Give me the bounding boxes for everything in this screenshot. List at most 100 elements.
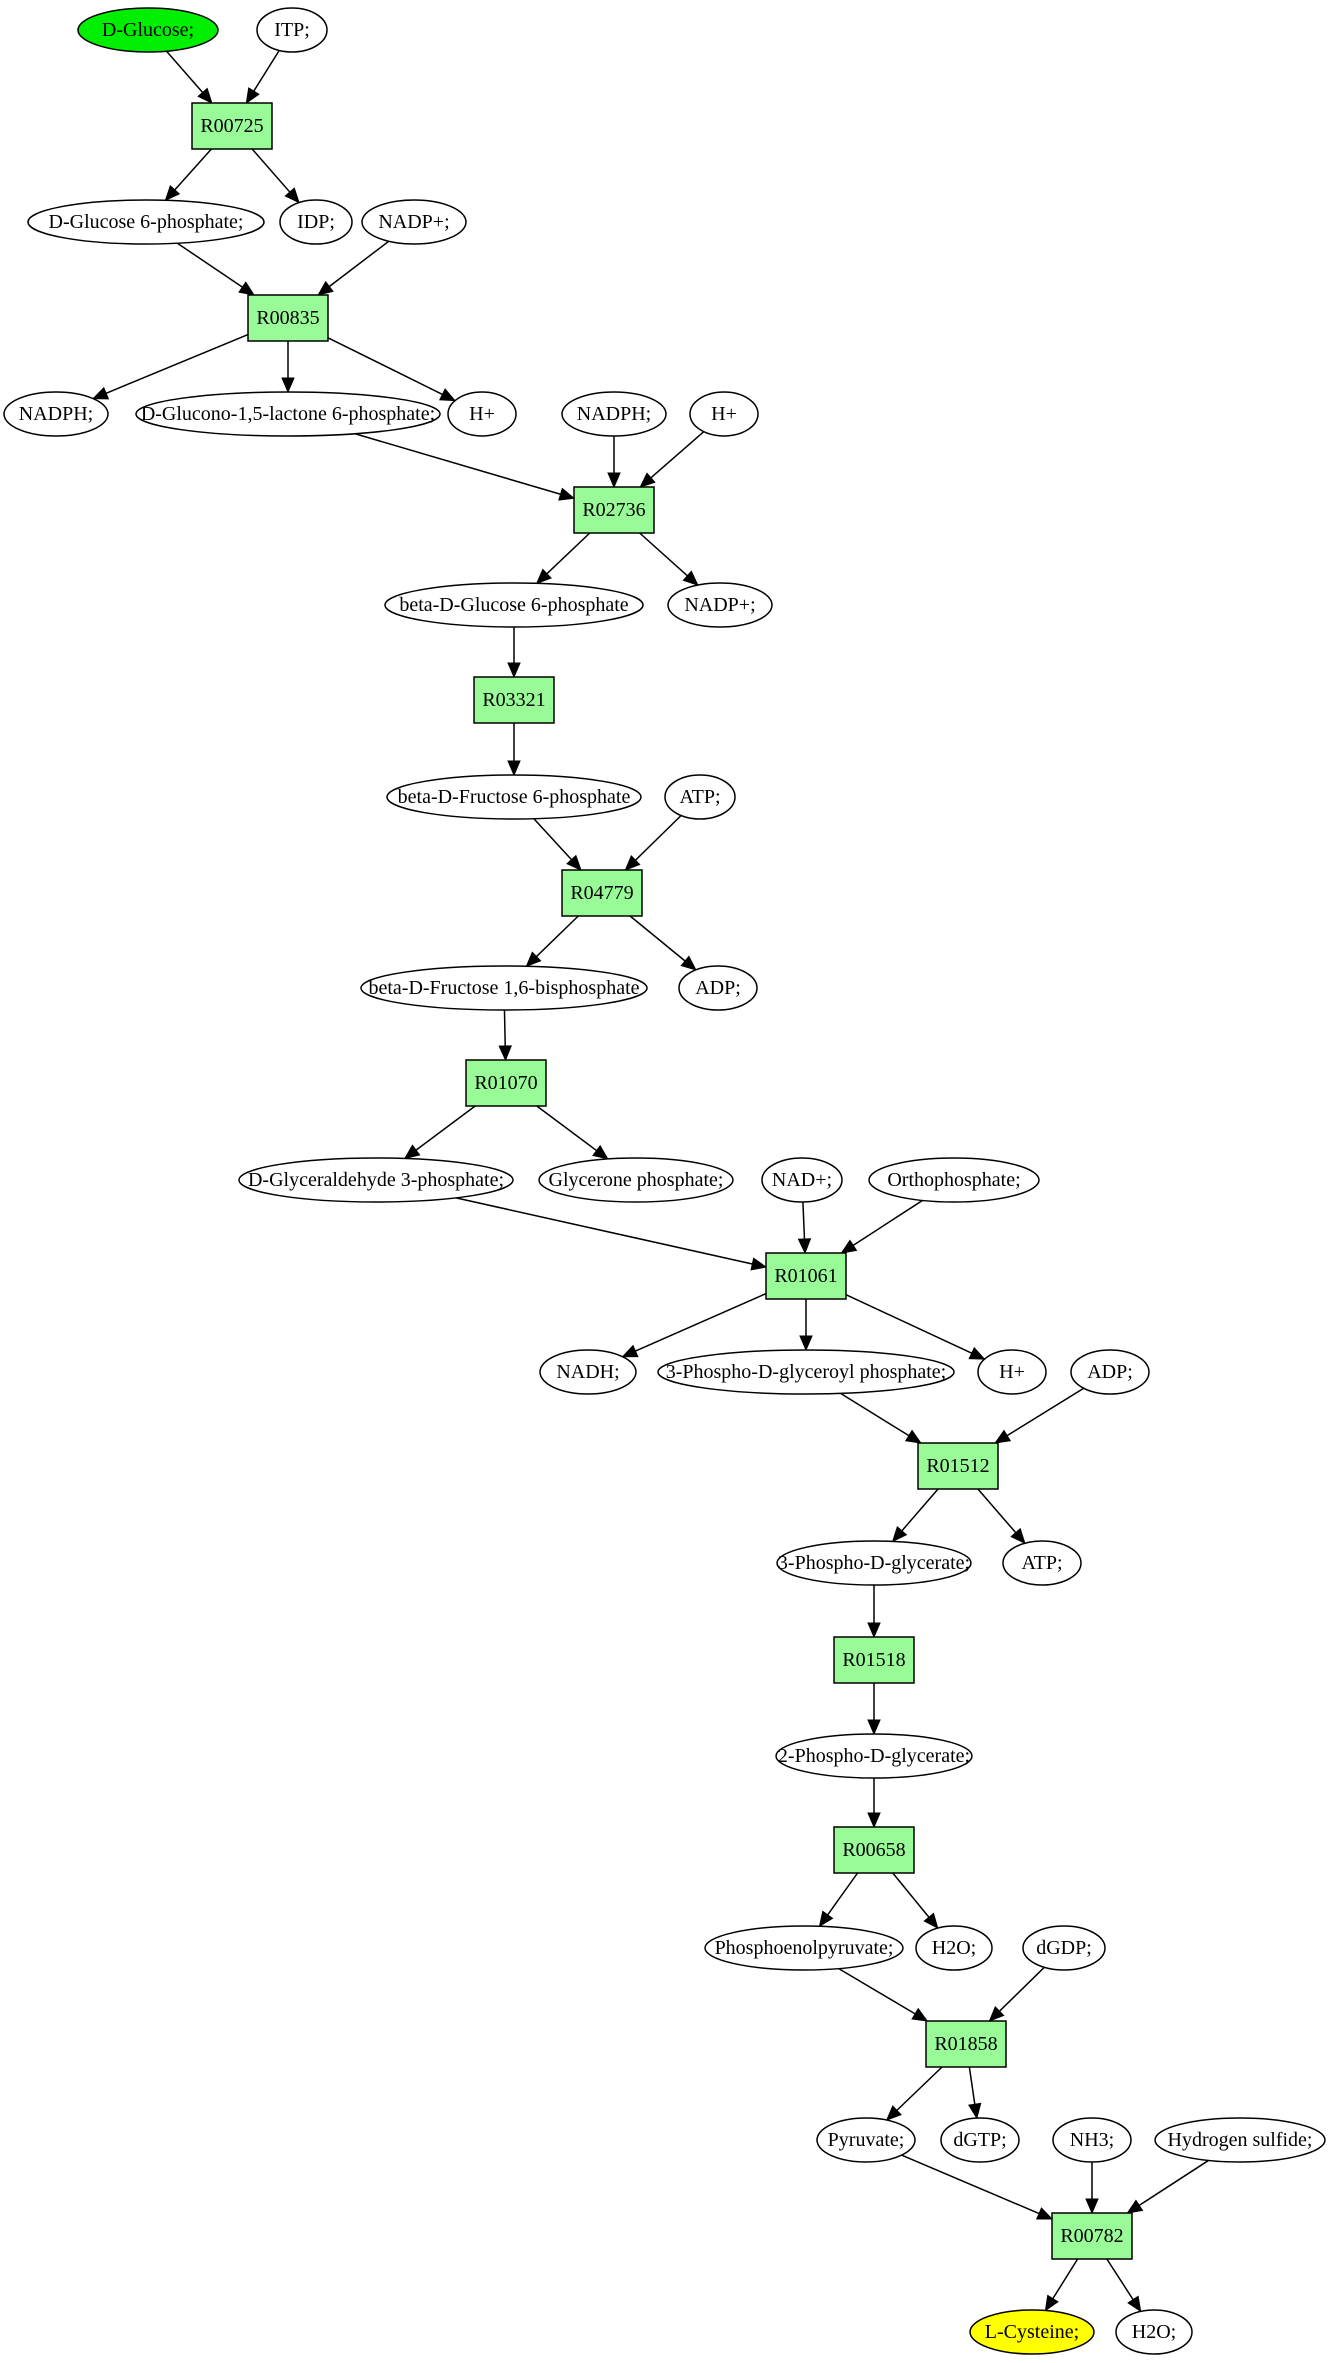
compound-node-nadh: NADH; [539,1349,637,1395]
compound-ellipse [1052,2117,1132,2163]
compound-node-h2o2: H2O; [1115,2309,1193,2355]
edge-r01858-to-dgtp [968,2066,982,2120]
edge-line [840,1392,910,1437]
edge-r00658-to-h2o1 [892,1872,939,1930]
edge-r04779-to-adp1 [629,915,697,971]
compound-ellipse [689,391,759,437]
compound-label: 3-Phospho-D-glyceroyl phosphate; [666,1361,947,1383]
reaction-node-r01061: R01061 [765,1252,847,1300]
edge-r00835-to-glucono [281,341,295,394]
edge-r01061-to-bpg [799,1299,813,1352]
compound-label: NADPH; [577,403,651,425]
arrowhead-icon [923,1912,939,1930]
edge-line [503,1009,506,1047]
edge-adp2-to-r01512 [994,1387,1085,1444]
edge-line [535,915,579,958]
arrowhead-icon [994,1429,1012,1444]
edge-r01061-to-h3 [845,1293,986,1360]
reaction-node-r00782: R00782 [1051,2212,1133,2260]
edge-line [845,1293,973,1354]
compound-label: L-Cysteine; [985,2321,1079,2343]
compound-ellipse [969,2309,1095,2355]
compound-node-glucono: D-Glucono-1,5-lactone 6-phosphate; [135,391,441,437]
arrowhead-icon [639,472,656,488]
arrowhead-icon [558,487,576,501]
reaction-node-r00835: R00835 [247,294,329,342]
compound-ellipse [27,199,265,245]
compound-ellipse [238,1157,514,1203]
compound-ellipse [1070,1349,1150,1395]
compound-node-atp1: ATP; [664,774,736,820]
reaction-label: R00782 [1060,2225,1123,2247]
edge-line [1052,2258,1079,2300]
edge-line [1006,1387,1085,1437]
compound-label: beta-D-Fructose 6-phosphate [398,786,631,808]
edge-line [327,337,443,396]
compound-label: ADP; [1087,1361,1133,1383]
reaction-label: R02736 [582,499,645,521]
compound-label: Glycerone phosphate; [549,1169,724,1191]
edge-line [546,532,591,575]
reaction-label: R01518 [842,1649,905,1671]
reaction-box [917,1442,999,1490]
compound-label: NAD+; [772,1169,832,1191]
compound-label: ATP; [1021,1552,1062,1574]
arrowhead-icon [607,472,621,489]
compound-node-itp: ITP; [256,7,328,53]
edge-r03321-to-bf6p [507,723,521,777]
compound-ellipse [256,7,328,53]
edge-r00725-to-g6p [164,148,212,202]
compound-node-dgtp: dGTP; [940,2117,1020,2163]
compound-ellipse [657,1349,955,1395]
edge-line [415,1105,476,1151]
compound-node-bpg: 3-Phospho-D-glyceroyl phosphate; [657,1349,955,1395]
compound-label: beta-D-Glucose 6-phosphate [399,594,628,616]
edge-h2-to-r02736 [639,431,705,488]
reaction-box [833,1826,915,1874]
reaction-label: R00725 [200,115,263,137]
arrowhead-icon [799,1335,813,1352]
compound-label: NADH; [556,1361,619,1383]
compound-label: NADPH; [19,403,93,425]
compound-ellipse [360,965,648,1011]
arrowhead-icon [818,1910,834,1928]
edge-line [901,1488,939,1532]
edge-line [802,1201,806,1240]
compound-node-bg6p: beta-D-Glucose 6-phosphate [384,582,644,628]
reaction-box [573,486,655,534]
compound-node-pep: Phosphoenolpyruvate; [704,1925,904,1971]
compound-label: dGTP; [953,2129,1006,2151]
reaction-box [191,102,273,150]
compound-ellipse [279,199,353,245]
arrowhead-icon [498,1045,512,1062]
arrowhead-icon [238,281,256,296]
compound-node-nadp2: NADP+; [667,582,773,628]
edge-nadph2-to-r02736 [607,436,621,489]
compound-label: H+ [469,403,495,425]
arrowhead-icon [885,2105,902,2121]
edge-line [1106,2258,1134,2301]
reaction-label: R03321 [482,689,545,711]
edge-h2s-to-r00782 [1126,2159,1209,2214]
compound-node-nadph1: NADPH; [3,391,109,437]
arrowhead-icon [197,87,213,104]
reaction-box [765,1252,847,1300]
edge-line [105,333,249,394]
end-compound-node-cys: L-Cysteine; [969,2309,1095,2355]
compound-ellipse [3,391,109,437]
edge-atp1-to-r04779 [624,814,682,871]
compound-ellipse [1002,1540,1082,1586]
compound-ellipse [538,1157,734,1203]
compound-label: 2-Phospho-D-glycerate; [778,1745,970,1767]
edge-pyr-to-r00782 [901,2154,1054,2220]
arrowhead-icon [92,386,110,400]
arrowhead-icon [507,662,521,679]
edge-r01512-to-pg3 [891,1488,939,1543]
edge-r02736-to-nadp2 [639,532,699,586]
compound-label: dGDP; [1036,1937,1092,1959]
reaction-box [1051,2212,1133,2260]
edge-line [827,1872,859,1916]
arrowhead-icon [592,1144,609,1160]
reaction-label: R04779 [570,882,633,904]
